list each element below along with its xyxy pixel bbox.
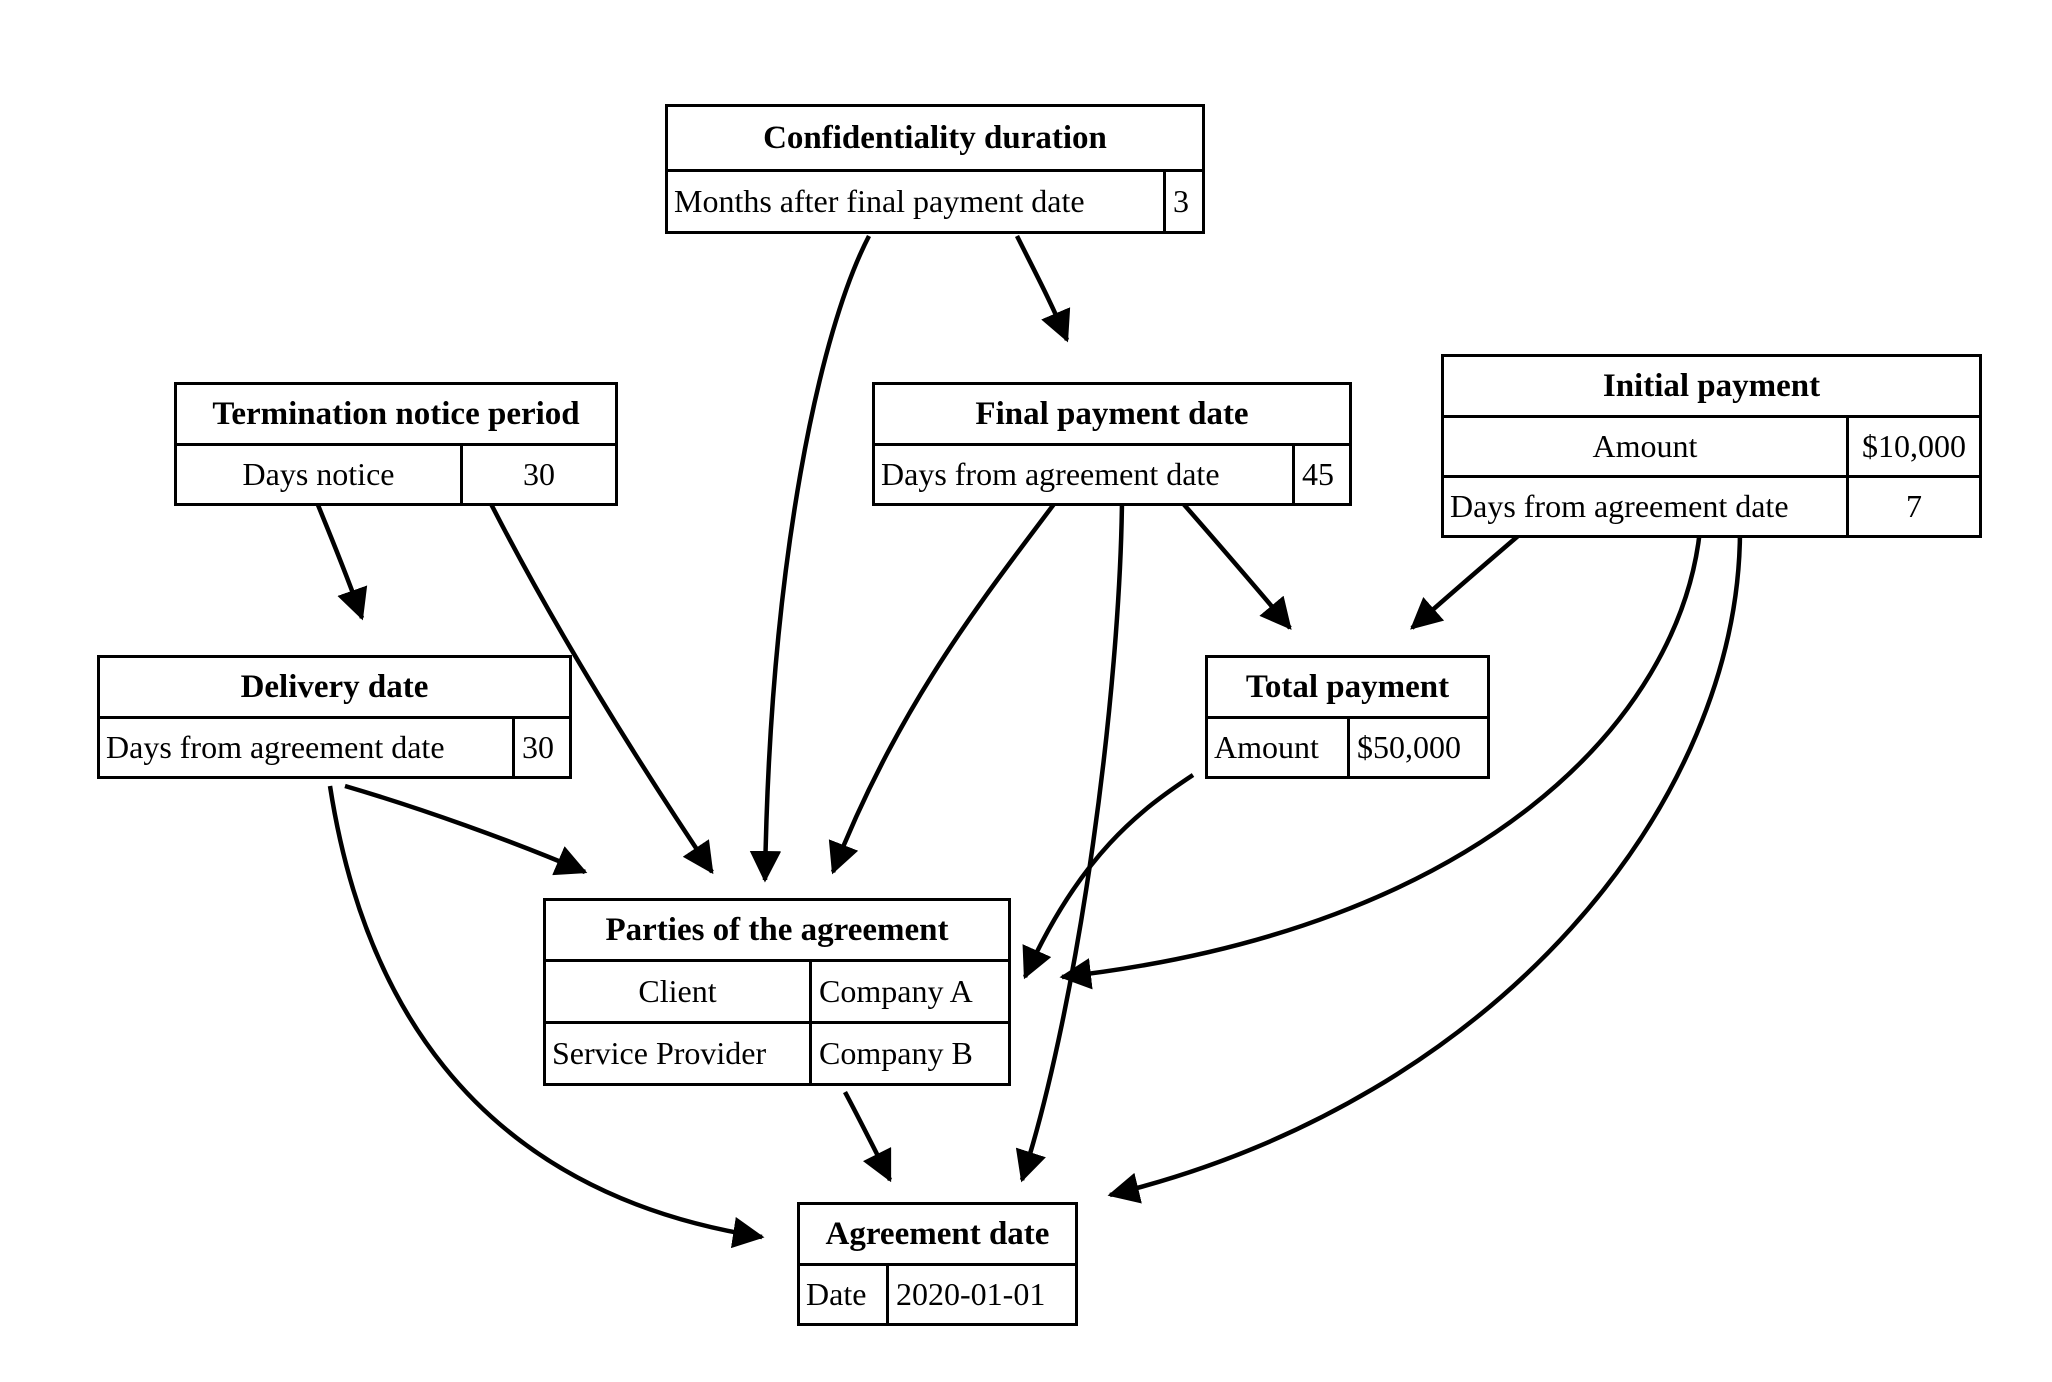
node-row: Days notice 30	[177, 443, 615, 503]
row-value: 45	[1292, 446, 1349, 503]
node-title: Agreement date	[825, 1215, 1050, 1252]
node-agreement-date[interactable]: Agreement date Date 2020-01-01	[797, 1202, 1078, 1326]
row-key: Days notice	[242, 456, 395, 492]
row-key: Client	[638, 973, 717, 1009]
row-value: 30	[512, 719, 569, 776]
node-row: Service Provider Company B	[546, 1021, 1008, 1083]
row-value: Company A	[809, 962, 1008, 1021]
node-row: Amount $50,000	[1208, 716, 1487, 776]
node-row: Days from agreement date 30	[100, 716, 569, 776]
node-delivery-date[interactable]: Delivery date Days from agreement date 3…	[97, 655, 572, 779]
edge-confidentiality-to-parties	[749, 234, 871, 883]
edge-final-payment-to-total-payment	[1178, 498, 1292, 630]
row-key: Days from agreement date	[106, 729, 445, 765]
node-row: Days from agreement date 7	[1444, 475, 1979, 535]
edge-final-payment-to-parties	[828, 498, 1059, 875]
row-key: Service Provider	[552, 1035, 767, 1071]
node-title: Termination notice period	[212, 395, 580, 432]
row-key: Days from agreement date	[1450, 488, 1789, 524]
node-title: Initial payment	[1602, 367, 1821, 404]
edge-final-payment-to-agreement-date	[1015, 499, 1125, 1183]
node-confidentiality-duration[interactable]: Confidentiality duration Months after fi…	[665, 104, 1205, 234]
row-key: Days from agreement date	[881, 456, 1220, 492]
edge-initial-payment-to-agreement-date	[1107, 529, 1743, 1204]
node-parties-of-the-agreement[interactable]: Parties of the agreement Client Company …	[543, 898, 1011, 1086]
edge-initial-payment-to-total-payment	[1410, 528, 1527, 630]
row-value: 3	[1163, 172, 1202, 231]
node-title: Delivery date	[240, 668, 429, 705]
node-row: Days from agreement date 45	[875, 443, 1349, 503]
node-title: Confidentiality duration	[763, 119, 1107, 156]
node-title: Parties of the agreement	[605, 911, 949, 948]
edge-total-payment-to-parties	[1022, 773, 1195, 980]
node-title: Total payment	[1245, 668, 1450, 705]
node-row: Client Company A	[546, 959, 1008, 1021]
row-value: $50,000	[1347, 719, 1487, 776]
node-row: Amount $10,000	[1444, 415, 1979, 475]
edge-parties-to-agreement-date	[843, 1090, 893, 1183]
edge-termination-to-delivery	[313, 499, 368, 621]
node-row: Date 2020-01-01	[800, 1263, 1075, 1323]
row-value: 30	[460, 446, 615, 503]
row-key: Date	[806, 1276, 867, 1312]
row-value: 2020-01-01	[886, 1266, 1075, 1323]
edge-delivery-to-parties	[344, 783, 588, 876]
node-termination-notice-period[interactable]: Termination notice period Days notice 30	[174, 382, 618, 506]
node-row: Months after final payment date 3	[668, 169, 1202, 231]
row-value: 7	[1846, 478, 1979, 535]
row-key: Amount	[1214, 729, 1319, 765]
row-key: Months after final payment date	[674, 183, 1085, 219]
row-value: $10,000	[1846, 418, 1979, 475]
node-total-payment[interactable]: Total payment Amount $50,000	[1205, 655, 1490, 779]
node-final-payment-date[interactable]: Final payment date Days from agreement d…	[872, 382, 1352, 506]
edge-confidentiality-to-final-payment	[1014, 234, 1071, 343]
node-title: Final payment date	[975, 395, 1249, 432]
row-value: Company B	[809, 1024, 1008, 1083]
node-initial-payment[interactable]: Initial payment Amount $10,000 Days from…	[1441, 354, 1982, 538]
row-key: Amount	[1592, 428, 1698, 464]
